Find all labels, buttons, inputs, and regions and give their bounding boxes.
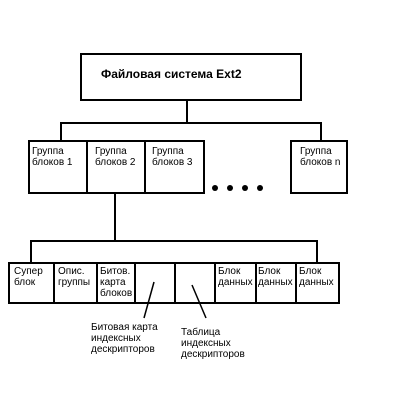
connector-block-right bbox=[316, 240, 318, 262]
block-label-block-bitmap: Битов. карта блоков bbox=[100, 266, 133, 299]
block-label-data-2: Блок данных bbox=[258, 266, 293, 288]
ellipsis-dot-2 bbox=[227, 185, 233, 191]
block-divider bbox=[295, 262, 297, 304]
group-label-3: Группа блоков 3 bbox=[152, 146, 193, 168]
connector-group-1 bbox=[60, 122, 62, 140]
block-divider bbox=[96, 262, 98, 304]
block-label-superblock: Супер блок bbox=[14, 266, 43, 288]
block-divider bbox=[255, 262, 257, 304]
group-box-1 bbox=[28, 140, 88, 194]
inode-bitmap-pointer bbox=[143, 281, 155, 319]
connector-block-left bbox=[30, 240, 32, 262]
group-box-3 bbox=[144, 140, 205, 194]
block-label-data-1: Блок данных bbox=[218, 266, 253, 288]
note-inode-table: Таблица индексных дескрипторов bbox=[181, 327, 245, 360]
block-divider bbox=[174, 262, 176, 304]
block-label-group-descriptors: Опис. группы bbox=[58, 266, 91, 288]
ellipsis-dot-3 bbox=[242, 185, 248, 191]
group-box-2 bbox=[86, 140, 146, 194]
ellipsis-dot-4 bbox=[257, 185, 263, 191]
connector-group2-vertical bbox=[114, 194, 116, 241]
root-title: Файловая система Ext2 bbox=[101, 67, 242, 81]
block-divider bbox=[53, 262, 55, 304]
block-label-data-3: Блок данных bbox=[299, 266, 334, 288]
group-label-n: Группа блоков n bbox=[300, 146, 341, 168]
block-divider bbox=[134, 262, 136, 304]
note-inode-bitmap: Битовая карта индексных дескрипторов bbox=[91, 322, 158, 355]
ellipsis-dot-1 bbox=[212, 185, 218, 191]
block-divider bbox=[214, 262, 216, 304]
group-label-2: Группа блоков 2 bbox=[95, 146, 136, 168]
root-box bbox=[80, 53, 302, 101]
connector-blocks-horizontal bbox=[30, 240, 318, 242]
connector-group-n bbox=[320, 122, 322, 140]
group-label-1: Группа блоков 1 bbox=[32, 146, 73, 168]
inode-table-pointer bbox=[191, 284, 207, 319]
connector-groups-horizontal bbox=[60, 122, 322, 124]
group-box-n bbox=[290, 140, 348, 194]
connector-root-vertical bbox=[186, 101, 188, 123]
